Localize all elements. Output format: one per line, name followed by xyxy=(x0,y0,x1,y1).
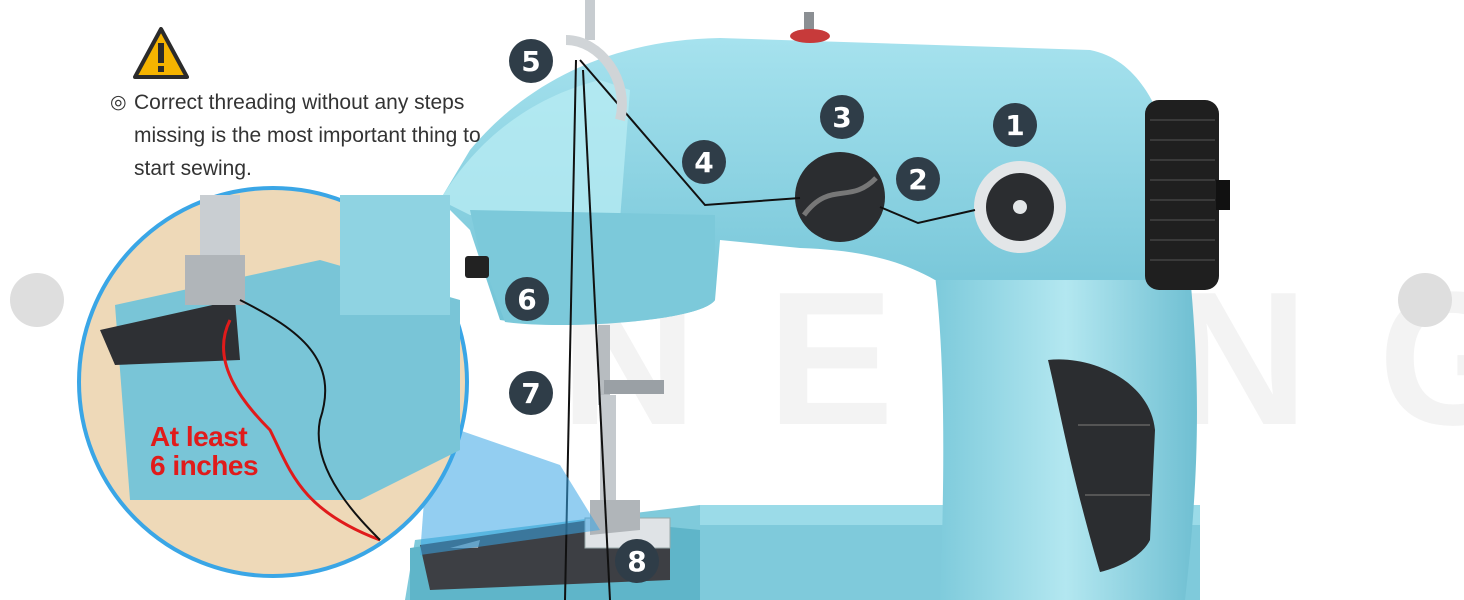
step-badge-5: 5 xyxy=(509,39,553,83)
threading-note: ◎ Correct threading without any steps mi… xyxy=(110,86,490,185)
step-badge-7: 7 xyxy=(509,371,553,415)
warning-triangle-icon xyxy=(133,27,189,79)
step-badge-3: 3 xyxy=(820,95,864,139)
step-badge-1: 1 xyxy=(993,103,1037,147)
thread-length-callout: At least 6 inches xyxy=(150,421,259,481)
threading-note-text: Correct threading without any steps miss… xyxy=(134,91,481,180)
carousel-prev-dot[interactable] xyxy=(10,273,64,327)
step-badge-4: 4 xyxy=(682,140,726,184)
step-badge-6: 6 xyxy=(505,277,549,321)
bullet-icon: ◎ xyxy=(110,92,127,113)
callout-line-1: At least xyxy=(150,421,248,452)
callout-line-2: 6 inches xyxy=(150,450,259,481)
carousel-next-dot[interactable] xyxy=(1398,273,1452,327)
step-badge-8: 8 xyxy=(615,539,659,583)
step-badge-2: 2 xyxy=(896,157,940,201)
